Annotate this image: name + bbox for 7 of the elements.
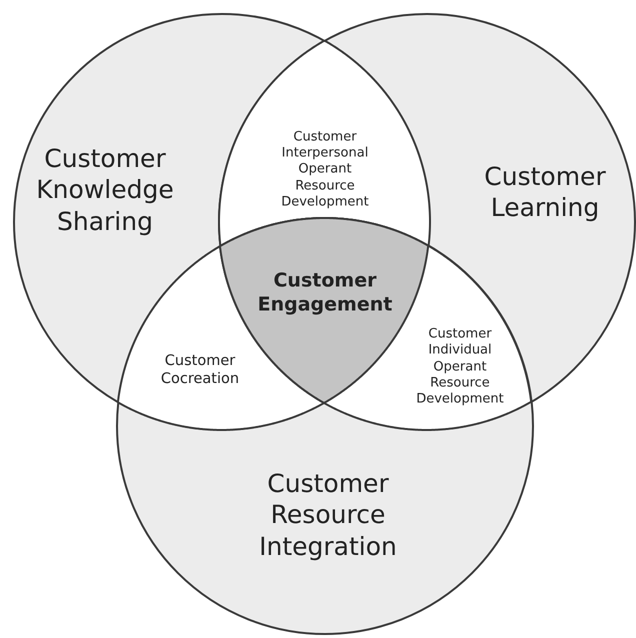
region-label: Customer Interpersonal Operant Resource Development	[280, 129, 370, 211]
circle-label: Customer Knowledge Sharing	[35, 143, 175, 237]
region-label: Customer Cocreation	[160, 352, 240, 388]
region-label: Customer Individual Operant Resource Development	[415, 326, 505, 408]
circle-label: Customer Learning	[483, 160, 607, 224]
circle-label: Customer Resource Integration	[258, 468, 398, 562]
region-label: Customer Engagement	[256, 269, 394, 317]
